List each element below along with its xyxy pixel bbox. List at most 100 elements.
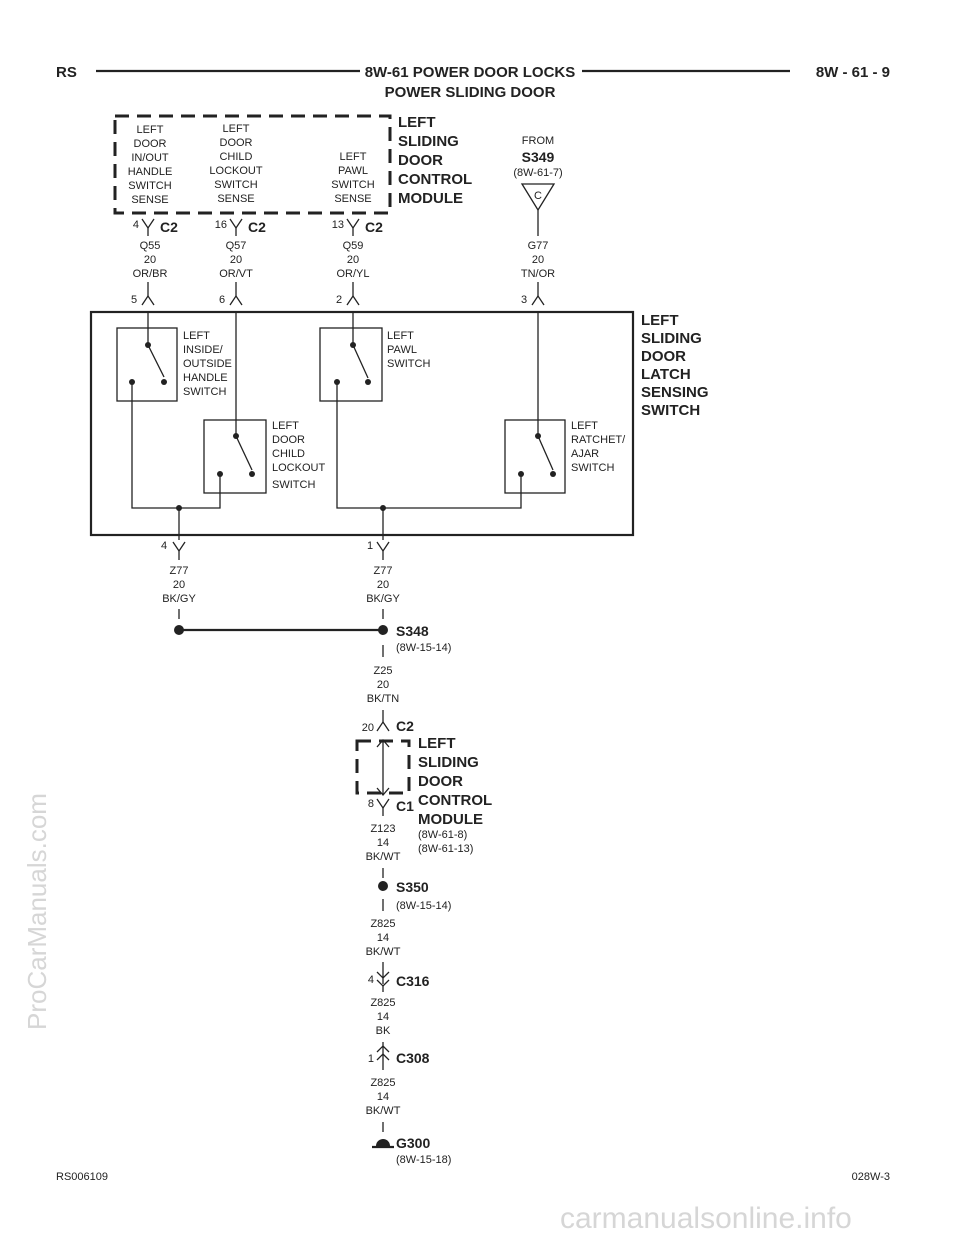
watermark-bottom: carmanualsonline.info — [560, 1202, 852, 1235]
svg-text:RATCHET/: RATCHET/ — [571, 434, 626, 446]
svg-text:C308: C308 — [396, 1050, 430, 1066]
svg-text:BK/GY: BK/GY — [366, 593, 400, 605]
svg-text:LATCH: LATCH — [641, 366, 691, 383]
svg-text:SWITCH: SWITCH — [214, 179, 257, 191]
svg-text:Z825: Z825 — [370, 1077, 395, 1089]
input-label-pawl-sense: LEFT PAWL SWITCH SENSE — [331, 151, 374, 205]
svg-text:(8W-61-13): (8W-61-13) — [418, 843, 473, 855]
svg-text:PAWL: PAWL — [387, 344, 417, 356]
svg-text:14: 14 — [377, 1011, 389, 1023]
connector-c2-pin-16: 16 C2 — [215, 218, 266, 235]
svg-text:SENSING: SENSING — [641, 384, 709, 401]
svg-text:Z825: Z825 — [370, 997, 395, 1009]
svg-text:SENSE: SENSE — [334, 193, 371, 205]
wire-label-z77-right: Z77 20 BK/GY — [366, 565, 400, 605]
svg-text:G77: G77 — [528, 240, 549, 252]
svg-text:CONTROL: CONTROL — [418, 792, 492, 809]
svg-text:LEFT: LEFT — [571, 420, 598, 432]
connector-c316: 4 C316 — [368, 962, 430, 992]
svg-text:C: C — [534, 190, 542, 202]
switch-handle-label: LEFT INSIDE/ OUTSIDE HANDLE SWITCH — [183, 330, 232, 398]
svg-text:S349: S349 — [522, 149, 555, 165]
switch-ratchet-ajar — [504, 312, 566, 494]
svg-text:LOCKOUT: LOCKOUT — [209, 165, 262, 177]
wire-label-z825-b: Z825 14 BK — [370, 997, 395, 1037]
svg-text:4: 4 — [161, 540, 167, 552]
input-label-handle-sense: LEFT DOOR IN/OUT HANDLE SWITCH SENSE — [128, 124, 173, 206]
svg-text:LEFT: LEFT — [137, 124, 164, 136]
svg-text:LEFT: LEFT — [340, 151, 367, 163]
from-splice-s349: FROM S349 (8W-61-7) C — [513, 135, 563, 212]
svg-text:DOOR: DOOR — [220, 137, 253, 149]
svg-text:(8W-61-7): (8W-61-7) — [513, 167, 562, 179]
latch-pin-3: 3 — [521, 292, 545, 306]
svg-text:Q59: Q59 — [343, 240, 364, 252]
ground-icon — [376, 1139, 390, 1146]
svg-text:C2: C2 — [365, 219, 383, 235]
svg-text:LEFT: LEFT — [387, 330, 414, 342]
footer-left: RS006109 — [56, 1171, 108, 1183]
svg-text:(8W-61-8): (8W-61-8) — [418, 829, 467, 841]
wire-label-g77: G77 20 TN/OR — [521, 240, 555, 280]
svg-text:20: 20 — [173, 579, 185, 591]
svg-text:Z25: Z25 — [374, 665, 393, 677]
svg-text:SENSE: SENSE — [217, 193, 254, 205]
switch-handle — [116, 312, 178, 402]
svg-text:DOOR: DOOR — [418, 773, 463, 790]
svg-text:C2: C2 — [160, 219, 178, 235]
top-module-outline — [113, 114, 392, 215]
svg-text:2: 2 — [336, 294, 342, 306]
svg-text:BK/WT: BK/WT — [366, 1105, 401, 1117]
svg-text:20: 20 — [532, 254, 544, 266]
latch-pin-5: 5 — [131, 292, 155, 306]
top-module-name: LEFT SLIDING DOOR CONTROL MODULE — [398, 114, 472, 207]
wire-label-z825-c: Z825 14 BK/WT — [366, 1077, 401, 1117]
svg-text:CHILD: CHILD — [272, 448, 305, 460]
svg-text:S350: S350 — [396, 879, 429, 895]
svg-text:BK: BK — [376, 1025, 391, 1037]
svg-text:INSIDE/: INSIDE/ — [183, 344, 224, 356]
svg-text:LEFT: LEFT — [398, 114, 436, 131]
svg-text:AJAR: AJAR — [571, 448, 599, 460]
svg-text:SWITCH: SWITCH — [571, 462, 614, 474]
svg-text:CHILD: CHILD — [219, 151, 252, 163]
latch-pin-6: 6 — [219, 292, 243, 306]
svg-text:6: 6 — [219, 294, 225, 306]
wire-label-q55: Q55 20 OR/BR — [133, 240, 168, 280]
svg-text:20: 20 — [377, 579, 389, 591]
svg-text:14: 14 — [377, 837, 389, 849]
svg-text:SLIDING: SLIDING — [398, 133, 459, 150]
latch-pin-4: 4 — [161, 540, 186, 560]
svg-text:14: 14 — [377, 932, 389, 944]
svg-text:HANDLE: HANDLE — [183, 372, 228, 384]
svg-text:20: 20 — [230, 254, 242, 266]
switch-pawl — [319, 312, 383, 402]
svg-text:BK/WT: BK/WT — [366, 851, 401, 863]
svg-text:20: 20 — [347, 254, 359, 266]
svg-text:SWITCH: SWITCH — [331, 179, 374, 191]
svg-text:BK/TN: BK/TN — [367, 693, 399, 705]
wire-label-z25: Z25 20 BK/TN — [367, 665, 399, 705]
svg-text:Q57: Q57 — [226, 240, 247, 252]
connector-c308: 1 C308 — [368, 1042, 430, 1070]
svg-text:SWITCH: SWITCH — [387, 358, 430, 370]
svg-text:20: 20 — [377, 679, 389, 691]
switch-ratchet-ajar-label: LEFT RATCHET/ AJAR SWITCH — [571, 420, 626, 474]
svg-text:SLIDING: SLIDING — [418, 754, 479, 771]
svg-text:1: 1 — [368, 1053, 374, 1065]
switch-child-lockout — [203, 312, 267, 494]
bottom-module-pin-20: 20 C2 — [362, 718, 414, 734]
latch-pin-2: 2 — [336, 292, 360, 306]
latch-internal-wiring — [131, 382, 522, 540]
svg-text:FROM: FROM — [522, 135, 554, 147]
connector-c2-pin-4: 4 C2 — [133, 218, 178, 235]
svg-text:HANDLE: HANDLE — [128, 166, 173, 178]
svg-text:OUTSIDE: OUTSIDE — [183, 358, 232, 370]
svg-text:Z825: Z825 — [370, 918, 395, 930]
svg-text:(8W-15-14): (8W-15-14) — [396, 900, 451, 912]
svg-text:LEFT: LEFT — [272, 420, 299, 432]
svg-text:DOOR: DOOR — [272, 434, 305, 446]
svg-text:G300: G300 — [396, 1135, 430, 1151]
bottom-module-name: LEFT SLIDING DOOR CONTROL MODULE (8W-61-… — [418, 735, 492, 855]
